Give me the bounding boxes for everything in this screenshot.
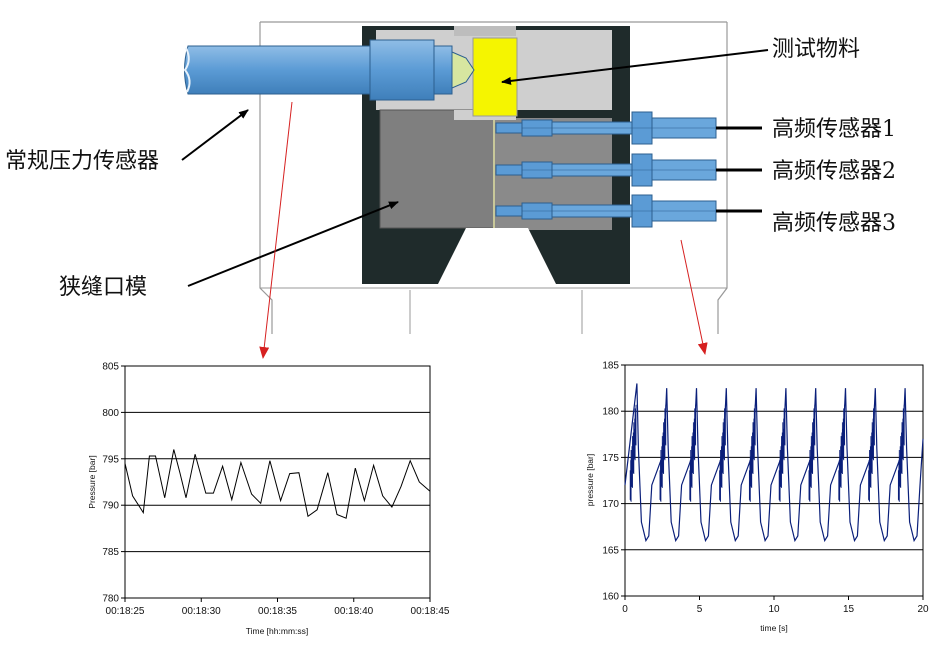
test-material-block [472,37,518,117]
x-tick-label: 00:18:45 [411,606,450,617]
outer-frame-left [259,22,273,334]
label-test-material: 测试物料 [772,37,860,62]
conventional-sensor-rod [183,39,475,101]
die-schematic [183,21,762,334]
y-tick-label: 785 [102,547,119,558]
x-tick-label: 00:18:25 [106,606,145,617]
callout-arrow-conventional [181,109,249,161]
y-tick-label: 180 [602,407,619,418]
y-tick-label: 800 [102,408,119,419]
y-tick-label: 165 [602,545,619,556]
series-line [624,383,924,543]
y-axis-label: Pressure [bar] [87,455,97,508]
die-exit-opening [438,228,556,284]
hf-sensor-3 [495,194,717,228]
hf-sensor-2 [495,153,717,187]
series-line [124,449,431,519]
slit-die-block [379,109,495,229]
label-slit-die: 狭缝口模 [59,275,147,300]
y-axis-label: pressure [bar] [585,454,595,506]
x-tick-label: 5 [697,604,703,615]
x-axis-label: Time [hh:mm:ss] [246,626,309,636]
y-tick-label: 185 [602,361,619,372]
high-frequency-sensors [495,111,717,228]
x-axis-label: time [s] [760,623,787,633]
x-tick-label: 20 [917,604,929,615]
callout-arrow-die [187,201,399,287]
callout-arrow-material [501,49,769,85]
outer-frame-right [717,22,728,334]
y-tick-label: 170 [602,499,619,510]
x-tick-label: 15 [843,604,855,615]
y-tick-label: 175 [602,453,619,464]
red-arrow-to-left-chart [259,101,293,359]
label-hf-sensor-2: 高频传感器2 [772,159,896,184]
plot-frame [124,365,431,599]
label-hf-sensor-1: 高频传感器1 [772,117,896,142]
y-tick-label: 795 [102,454,119,465]
x-tick-label: 00:18:30 [182,606,221,617]
red-arrow-to-right-chart [680,239,708,355]
chart-conventional-pressure: 780 785 790 795 800 805 00:18:25 00:18:30 00:18… [87,362,450,637]
label-conventional-sensor: 常规压力传感器 [5,149,159,174]
x-tick-label: 10 [768,604,780,615]
y-tick-label: 160 [602,592,619,603]
x-tick-label: 00:18:40 [334,606,373,617]
label-hf-sensor-3: 高频传感器3 [772,211,896,236]
y-tick-label: 790 [102,501,119,512]
y-tick-label: 805 [102,362,119,373]
y-tick-label: 780 [102,594,119,605]
chart-high-frequency-pressure: 160 165 170 175 180 185 0 5 10 15 20 time [s] pre… [585,361,929,634]
x-tick-label: 0 [622,604,628,615]
series-noise-texture [629,404,905,502]
hf-sensor-1 [495,111,717,145]
x-tick-label: 00:18:35 [258,606,297,617]
